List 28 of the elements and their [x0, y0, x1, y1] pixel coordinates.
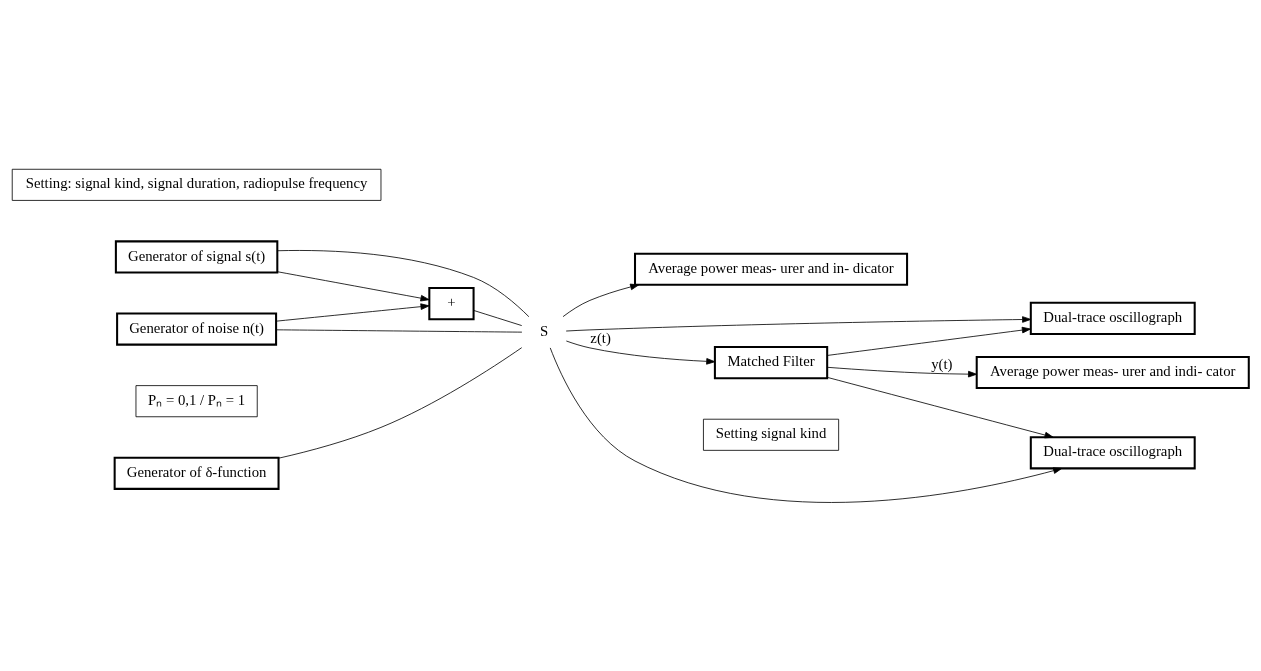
connector — [275, 328, 523, 333]
node-box: Setting signal kind — [703, 418, 840, 451]
arrow — [826, 326, 1031, 356]
node-box: Generator of δ-function — [113, 456, 280, 490]
node-box: + — [428, 286, 475, 320]
node-box: Dual-trace oscillograph — [1029, 301, 1196, 335]
arrow — [549, 347, 1063, 503]
arrow — [826, 366, 978, 377]
node-box: Average power meas- urer and indi- cator — [975, 355, 1250, 389]
node-box: Average power meas- urer and in- dicator — [634, 252, 909, 286]
node-box: Dual-trace oscillograph — [1029, 435, 1196, 469]
connector — [473, 309, 523, 326]
arrow — [565, 315, 1032, 331]
edge-label: y(t) — [931, 355, 953, 372]
connector — [277, 249, 530, 317]
arrow — [826, 376, 1054, 438]
arrow — [275, 302, 430, 322]
node-box: Generator of noise n(t) — [116, 311, 278, 346]
node-box: Matched Filter — [713, 345, 829, 379]
arrow — [277, 270, 430, 301]
node-text: S — [539, 322, 549, 339]
arrow — [562, 283, 640, 317]
node-box: Generator of signal s(t) — [114, 239, 279, 274]
edge-label: z(t) — [590, 329, 611, 346]
node-box: Setting: signal kind, signal duration, radiopulse frequency — [11, 168, 382, 201]
connector — [278, 346, 523, 459]
arrow — [565, 340, 716, 365]
node-box: Pₙ = 0,1 / Pₙ = 1 — [135, 384, 258, 417]
